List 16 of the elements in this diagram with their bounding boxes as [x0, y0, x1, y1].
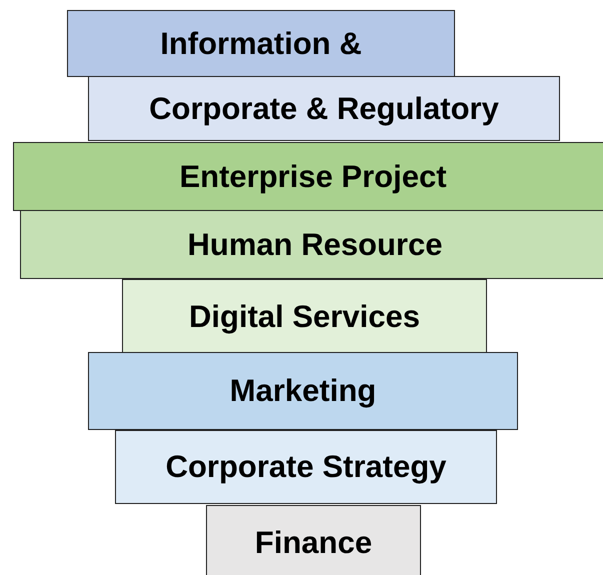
layer-bar: [13, 142, 603, 211]
bar-label: Information &: [160, 26, 362, 62]
layer-bar: [88, 76, 560, 141]
layer-bar: [20, 210, 603, 279]
layer-bar: [122, 279, 487, 355]
bar-label: Corporate & Regulatory: [149, 90, 499, 126]
bar-label: Finance: [254, 524, 372, 560]
layer-bar: [115, 430, 497, 504]
bar-label: Corporate Strategy: [166, 449, 446, 485]
layer-bar: [67, 10, 455, 77]
layer-bar: [206, 505, 421, 575]
layer-bar: [88, 352, 518, 430]
bar-label: Human Resource: [188, 226, 442, 262]
bar-label: Digital Services: [189, 299, 420, 335]
bar-label: Marketing: [230, 373, 376, 409]
bar-label: Enterprise Project: [179, 158, 447, 194]
